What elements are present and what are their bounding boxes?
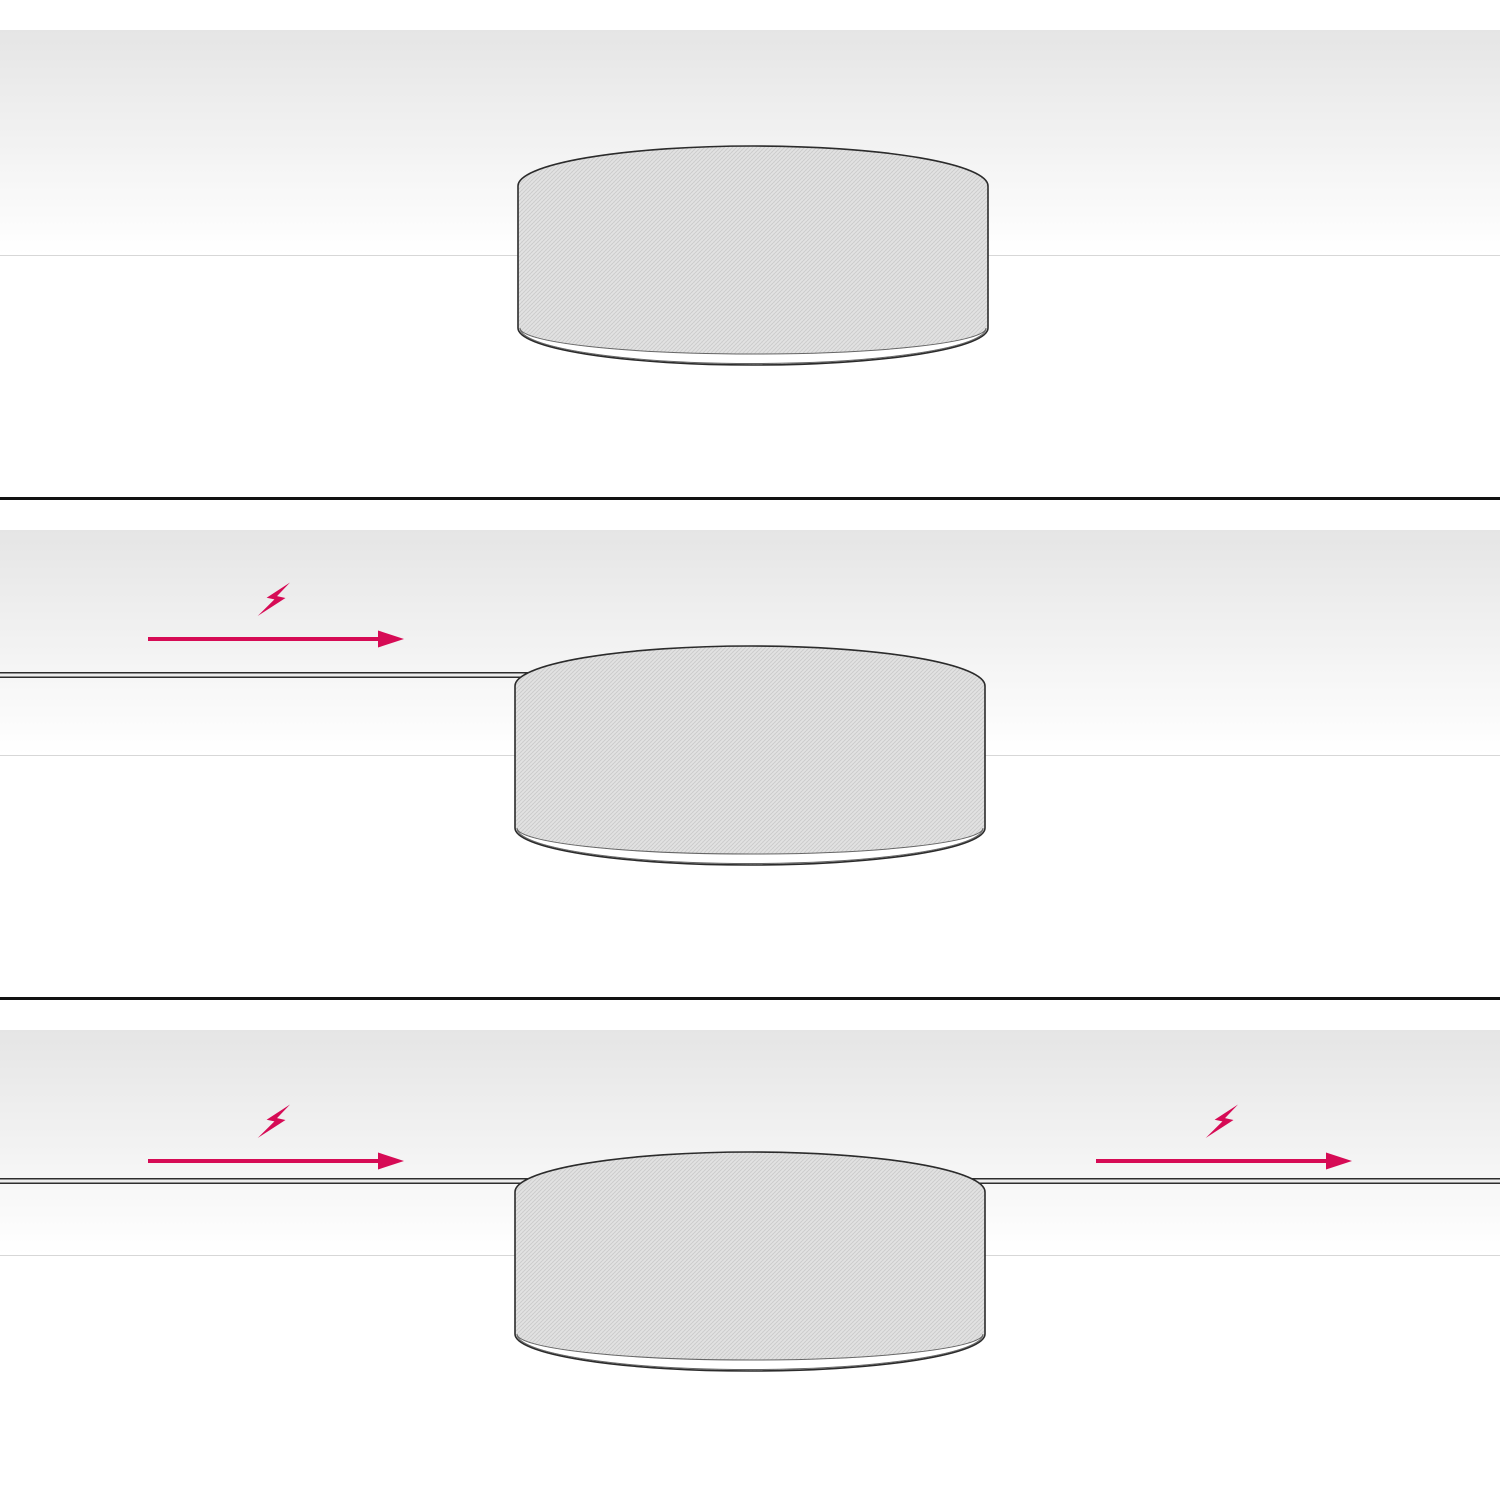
arrow-head	[378, 630, 404, 648]
lampshade-body	[514, 1151, 986, 1372]
panel-separator	[0, 997, 1500, 1000]
drum-lampshade	[514, 645, 986, 866]
panel-cable-pass-through	[0, 1000, 1500, 1500]
panel-separator	[0, 497, 1500, 500]
current-flow-left	[148, 580, 404, 650]
lampshade-diffuser	[516, 1333, 984, 1370]
panel-cable-entry-left	[0, 500, 1500, 997]
cable-left	[0, 1178, 545, 1184]
direction-arrow-icon	[148, 1152, 404, 1170]
lightning-bolt-shape	[1205, 1104, 1239, 1139]
current-flow-left	[148, 1102, 404, 1172]
drum-lampshade	[517, 145, 989, 366]
direction-arrow-icon	[1096, 1152, 1352, 1170]
lightning-bolt-icon	[1205, 1104, 1239, 1139]
cable-right	[957, 1178, 1500, 1184]
lightning-bolt-shape	[257, 582, 291, 617]
lightning-bolt-icon	[257, 582, 291, 617]
lampshade-diffuser	[519, 327, 987, 364]
arrow-head	[1326, 1152, 1352, 1170]
lampshade-body	[517, 145, 989, 366]
lampshade-body	[514, 645, 986, 866]
panel-flush-ceiling-lamp	[0, 0, 1500, 497]
lightning-bolt-shape	[257, 1104, 291, 1139]
lampshade-diffuser	[516, 827, 984, 864]
arrow-head	[378, 1152, 404, 1170]
current-flow-right	[1096, 1102, 1352, 1172]
cable-left	[0, 672, 545, 678]
direction-arrow-icon	[148, 630, 404, 648]
lightning-bolt-icon	[257, 1104, 291, 1139]
drum-lampshade	[514, 1151, 986, 1372]
